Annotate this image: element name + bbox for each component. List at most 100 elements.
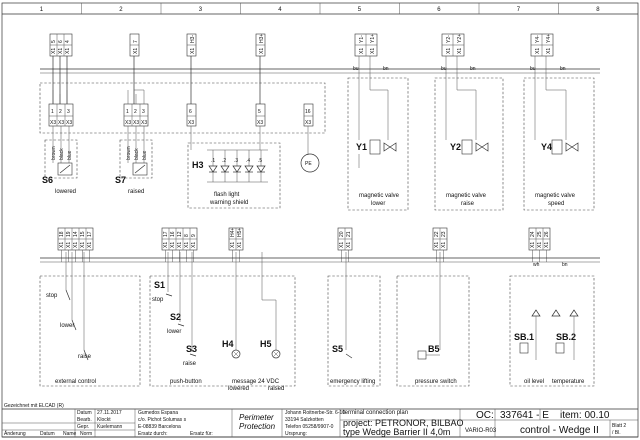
- svg-text:Y4-: Y4-: [535, 35, 541, 43]
- svg-text:raise: raise: [183, 361, 197, 367]
- pe-ground-symbol: PE: [300, 126, 320, 173]
- svg-text:Blatt 2: Blatt 2: [612, 423, 626, 429]
- svg-text:wh: wh: [533, 262, 540, 268]
- svg-text:S2: S2: [170, 312, 181, 322]
- svg-text:Y1: Y1: [356, 142, 367, 152]
- svg-text:Y2+: Y2+: [457, 34, 463, 43]
- external-control-group: stop lower raise external control: [39, 252, 141, 387]
- s7-caption: raised: [128, 189, 144, 195]
- svg-text:lower: lower: [371, 201, 385, 207]
- svg-text:X1: X1: [191, 242, 197, 248]
- led-icon: [244, 165, 254, 173]
- svg-text:brown: brown: [51, 146, 57, 160]
- svg-text:S3: S3: [186, 344, 197, 354]
- terminal-label: 16: [170, 231, 176, 237]
- svg-text:X1: X1: [230, 242, 236, 248]
- svg-text:blue: blue: [142, 150, 148, 160]
- svg-text:X1: X1: [544, 242, 550, 248]
- svg-text:E-08839 Barcelona: E-08839 Barcelona: [138, 424, 181, 430]
- svg-text:emergency lifting: emergency lifting: [330, 379, 375, 385]
- svg-text:X1: X1: [537, 242, 543, 248]
- svg-text:black: black: [134, 148, 140, 160]
- svg-text:X1: X1: [339, 242, 345, 248]
- svg-text:X3: X3: [125, 120, 131, 126]
- svg-text:Datum: Datum: [77, 410, 92, 416]
- column-number: 3: [199, 7, 203, 13]
- message-lamps: H4 H5 message 24 VDC lowered raised: [222, 252, 284, 392]
- svg-text:raise: raise: [78, 354, 92, 360]
- terminal-label: H4+: [230, 228, 236, 237]
- terminal-block-x1-h3: X1 H3-: [186, 33, 197, 104]
- led-icon: [256, 165, 266, 173]
- column-number: 5: [358, 7, 362, 13]
- svg-text:1: 1: [51, 109, 54, 115]
- emergency-lifting-group: S5 emergency lifting: [327, 252, 381, 387]
- svg-text:bn: bn: [562, 262, 568, 268]
- svg-text:1: 1: [126, 109, 129, 115]
- svg-text:X1: X1: [434, 242, 440, 248]
- svg-text:Gepr.: Gepr.: [77, 424, 89, 430]
- svg-text:Gumedos Espana: Gumedos Espana: [138, 410, 178, 416]
- terminal-label: 17: [163, 231, 169, 237]
- svg-text:H3-: H3-: [190, 35, 196, 43]
- column-number: 4: [278, 7, 282, 13]
- terminal-block-x1-h3plus: X1 H3+: [255, 34, 266, 104]
- svg-text:Y1-: Y1-: [359, 35, 365, 43]
- svg-text:X1: X1: [184, 242, 190, 248]
- svg-text:X1: X1: [163, 242, 169, 248]
- led-icon: [220, 165, 230, 173]
- terminal-label: 8: [184, 234, 190, 237]
- svg-text:X1: X1: [370, 48, 376, 54]
- bottom-terminal-blocks: X118X119X114X115X117X117X116X112X18X19X1…: [57, 228, 551, 262]
- svg-text:Johann Roitnerbe-Str. 6-10: Johann Roitnerbe-Str. 6-10: [285, 410, 345, 416]
- svg-text:Datum: Datum: [40, 431, 55, 437]
- push-button-group: S1 stop S2 lower S3 raise push-button: [149, 252, 296, 387]
- svg-text:item: 00.10: item: 00.10: [560, 410, 610, 421]
- column-number: 8: [596, 7, 600, 13]
- svg-text:brown: brown: [126, 146, 132, 160]
- svg-text:7: 7: [133, 40, 139, 43]
- svg-text:Name: Name: [63, 431, 77, 437]
- svg-text:warning shield: warning shield: [209, 200, 248, 206]
- svg-text:X1: X1: [259, 48, 265, 54]
- svg-text:magnetic valve: magnetic valve: [446, 193, 487, 199]
- svg-text:control - Wedge II: control - Wedge II: [520, 425, 599, 436]
- svg-text:X1: X1: [133, 48, 139, 54]
- svg-text:.2: .2: [222, 158, 226, 164]
- svg-text:lower: lower: [167, 329, 181, 335]
- svg-text:black: black: [59, 148, 65, 160]
- svg-text:6: 6: [58, 40, 64, 43]
- svg-text:VARIO-R03: VARIO-R03: [465, 428, 497, 434]
- svg-text:Ursprung:: Ursprung:: [285, 431, 307, 437]
- svg-text:X1: X1: [441, 242, 447, 248]
- svg-text:H3: H3: [192, 160, 204, 170]
- svg-text:Protection: Protection: [239, 422, 276, 431]
- terminal-label: H5+: [237, 228, 243, 237]
- svg-text:X3: X3: [257, 120, 263, 126]
- svg-text:Klockt: Klockt: [97, 417, 111, 423]
- s6-caption: lowered: [55, 189, 76, 195]
- terminal-block-x1-y4: X1 Y4- X1 Y4+: [530, 33, 554, 57]
- svg-text:X1: X1: [65, 48, 71, 54]
- svg-text:X3: X3: [188, 120, 194, 126]
- svg-text:.5: .5: [258, 158, 262, 164]
- svg-text:X3: X3: [305, 120, 311, 126]
- svg-text:raised: raised: [268, 386, 284, 392]
- svg-text:Bearb.: Bearb.: [77, 417, 92, 423]
- svg-text:16: 16: [305, 109, 311, 115]
- terminal-block-x1-y2: X1 Y2- X1 Y2+: [441, 33, 465, 57]
- svg-text:H5: H5: [260, 339, 272, 349]
- svg-text:c/o. Pichot Solumas s: c/o. Pichot Solumas s: [138, 417, 187, 423]
- svg-text:27.11.2017: 27.11.2017: [97, 410, 122, 416]
- column-number: 2: [119, 7, 123, 13]
- svg-text:push-button: push-button: [170, 379, 202, 385]
- svg-text:Y1+: Y1+: [370, 34, 376, 43]
- svg-text:S1: S1: [154, 280, 165, 290]
- svg-text:bn: bn: [560, 66, 566, 72]
- svg-text:X3: X3: [66, 120, 72, 126]
- column-number: 6: [437, 7, 441, 13]
- svg-text:X1: X1: [177, 242, 183, 248]
